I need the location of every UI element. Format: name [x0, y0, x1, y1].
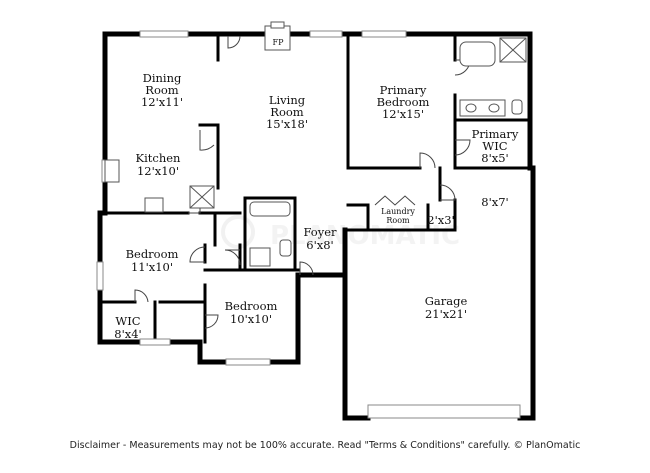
room-primary-bedroom-dims: 12'x15': [382, 107, 424, 121]
garage-door: [367, 404, 521, 419]
room-primary-bath-dims: 8'x7': [481, 195, 508, 209]
fireplace: FP: [264, 21, 291, 51]
exterior-walls: [97, 31, 536, 421]
room-wic-small-dims: 8'x4': [114, 327, 141, 341]
door-swings: [134, 35, 471, 329]
room-bedroom-center-name: Bedroom: [225, 299, 278, 313]
hall-vanity: [249, 247, 271, 267]
room-closet-dims: 2'x3': [427, 213, 454, 227]
sink: [104, 159, 120, 183]
floor-plan: PLANOMATIC: [96, 21, 536, 421]
watermark-logo: PLANOMATIC: [221, 215, 460, 251]
room-foyer-dims: 6'x8': [306, 238, 333, 252]
hall-tub: [249, 201, 291, 217]
interior-walls: [98, 34, 532, 344]
hall-toilet: [279, 239, 292, 257]
fireplace-label: FP: [273, 38, 285, 47]
room-primary-wic-dims: 8'x5': [481, 151, 508, 165]
bathtub: [459, 41, 496, 67]
room-living-dims: 15'x18': [266, 117, 308, 131]
room-kitchen-name: Kitchen: [136, 151, 182, 165]
room-garage-name: Garage: [425, 294, 468, 308]
room-bedroom-left-name: Bedroom: [126, 247, 179, 261]
room-kitchen-dims: 12'x10': [137, 164, 179, 178]
toilet: [511, 99, 523, 115]
disclaimer-text: Disclaimer - Measurements may not be 100…: [69, 440, 581, 451]
room-garage-dims: 21'x21': [425, 307, 467, 321]
room-bedroom-center-dims: 10'x10': [230, 312, 272, 326]
room-wic-small-name: WIC: [115, 314, 140, 328]
room-dining-dims: 12'x11': [141, 95, 183, 109]
room-bedroom-left-dims: 11'x10': [131, 260, 173, 274]
fixtures: [104, 37, 527, 267]
stove: [144, 197, 164, 213]
room-foyer-name: Foyer: [303, 225, 337, 239]
